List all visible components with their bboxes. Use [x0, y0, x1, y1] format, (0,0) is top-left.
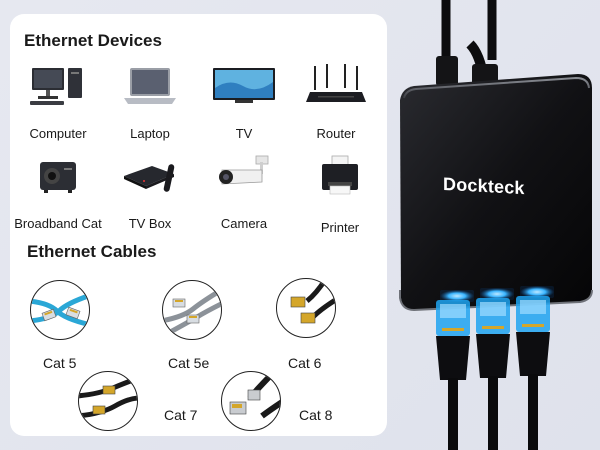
cable-label: Cat 7 [164, 407, 198, 423]
device-label: Printer [320, 220, 360, 235]
cable-cat8-icon [221, 371, 281, 431]
device-printer: Printer [292, 154, 388, 244]
broadband-cat-icon [40, 162, 76, 193]
router-icon [306, 64, 366, 102]
cable-label: Cat 6 [288, 355, 322, 371]
cable-cat6-icon [276, 278, 336, 338]
cable-label: Cat 8 [299, 407, 333, 423]
device-label: Broadband Cat [14, 216, 102, 231]
camera-icon [219, 155, 269, 185]
tv-box-icon [124, 164, 175, 192]
tv-icon [213, 68, 275, 103]
cables-section-title: Ethernet Cables [27, 242, 157, 261]
device-tv-box: TV Box [102, 154, 198, 244]
switch-product-image [399, 0, 593, 450]
cable-label: Cat 5 [43, 355, 77, 371]
printer-icon [322, 155, 358, 195]
brand-logo: Dockteck [443, 173, 525, 199]
devices-section-title: Ethernet Devices [24, 31, 162, 50]
device-label: Laptop [130, 126, 170, 141]
cable-cat7-icon [78, 371, 138, 431]
device-laptop: Laptop [102, 64, 198, 154]
cable-label: Cat 5e [168, 355, 210, 371]
device-label: TV [235, 126, 253, 141]
device-broadband-cat: Broadband Cat [10, 154, 106, 244]
computer-icon [30, 68, 82, 105]
cable-cat5-icon [30, 280, 90, 340]
device-label: Router [316, 126, 356, 141]
info-card: Ethernet Devices Computer Laptop TV [10, 14, 387, 436]
device-router: Router [288, 64, 384, 154]
device-computer: Computer [10, 64, 106, 154]
device-tv: TV [196, 64, 292, 154]
device-label: Camera [220, 216, 268, 231]
cable-cat5e-icon [162, 280, 222, 340]
device-label: TV Box [128, 216, 172, 231]
device-camera: Camera [196, 154, 292, 244]
laptop-icon [124, 68, 176, 104]
device-label: Computer [29, 126, 87, 141]
